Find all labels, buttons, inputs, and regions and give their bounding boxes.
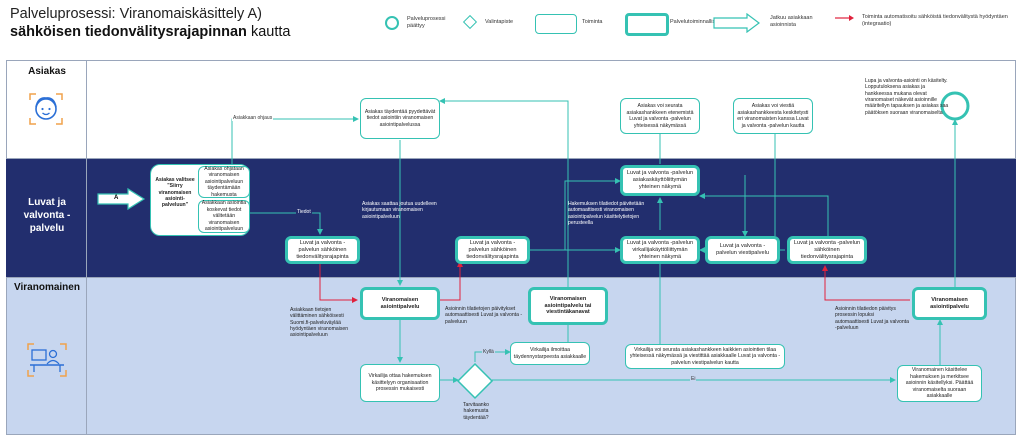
legend-action-icon [535, 14, 577, 34]
lane-label-luvat-1: Luvat ja [28, 197, 66, 208]
legend-end-label: Palveluprosessi päättyy [407, 16, 446, 29]
note-asioinnin-paivitys: Asioinnin tilatiedon päivitys prosessin … [835, 306, 909, 332]
note-lupa: Lupa ja valvonta-asiointi on käsitelty. … [865, 78, 949, 116]
customer-face-icon [29, 93, 63, 125]
node-virkailija-nakyma: Luvat ja valvonta -palvelun virkailijakä… [620, 236, 700, 264]
node-valitetaan: Asiakkaan asiointia koskevat tiedot väli… [198, 200, 250, 233]
legend-feature-icon [625, 13, 669, 36]
node-virkailija-ilmoittaa: Virkailija ilmoittaa täydennystarpeesta … [510, 342, 590, 365]
lane-label-luvat: Luvat ja valvonta - palvelu [8, 196, 86, 235]
node-kasittelee: Viranomainen käsittelee hakemuksen ja me… [897, 365, 982, 402]
legend-end-icon [385, 16, 399, 30]
lane-label-asiakas: Asiakas [28, 66, 66, 77]
node-vir-viesti: Viranomaisen asiointipalvelu tai viestin… [528, 287, 608, 325]
page-title-bold: sähköisen tiedonvälitysrajapinnan [10, 24, 247, 40]
start-arrow [97, 187, 146, 211]
legend-continues-label: Jatkuu asiakkaan asioinnista [770, 15, 813, 28]
official-desk-icon [27, 343, 67, 377]
note-saattaa: Asiakas saattaa joutua uudelleen kirjaut… [362, 201, 437, 220]
node-asiakas-seurata: Asiakas voi seurata asiakashankkeen eten… [620, 98, 700, 134]
legend-automated-icon [835, 15, 854, 21]
start-arrow-label: A [114, 195, 119, 201]
lane-label-luvat-2: valvonta - [23, 210, 71, 221]
legend-action-label: Toiminta [582, 19, 603, 25]
node-asiakas-viestia: Asiakas voi viestiä asiakashankkeesta ke… [733, 98, 813, 134]
label-ei: Ei [690, 376, 697, 382]
lane-label-viranomainen: Viranomainen [14, 282, 80, 293]
label-ohjaus: Asiakkaan ohjaus [232, 115, 274, 121]
note-tarvitaanko: Tarvitaanko hakemusta täydentää? [462, 402, 490, 421]
label-tiedot: Tiedot [296, 209, 312, 215]
page-title-line2: sähköisen tiedonvälitysrajapinnan kautta [10, 24, 290, 40]
node-virkailija-seurata: Virkailija voi seurata asiakashankkeen k… [625, 344, 785, 369]
lane-label-luvat-3: palvelu [29, 223, 65, 234]
legend-decision-label: Valintapiste [485, 19, 514, 25]
legend-feature-label: Palvelutoiminnallisuus [670, 19, 725, 25]
node-asiakas-taydentaa: Asiakas täydentää pyydettävät tiedot asi… [360, 98, 440, 139]
note-asioinnin-paivittyvat: Asioinnin tilatietojen päivitykset autom… [445, 306, 523, 325]
lane-asiakas [6, 60, 1016, 159]
label-kylla: Kyllä [482, 349, 495, 355]
decision-diamond [456, 362, 494, 400]
node-rajapinta1: Luvat ja valvonta -palvelun sähköinen ti… [285, 236, 360, 264]
node-rajapinta2: Luvat ja valvonta -palvelun sähköinen ti… [455, 236, 530, 264]
page-title-rest: kautta [246, 24, 291, 40]
node-vir-asiointi: Viranomaisen asiointipalvelu [360, 287, 440, 320]
note-asiakas-valitsee: Asiakas valitsee "Siirry viranomaisen as… [155, 177, 195, 209]
legend-continues-icon [713, 13, 760, 33]
node-viestipalvelu: Luvat ja valvonta -palvelun viestipalvel… [705, 236, 780, 264]
legend-automated-label: Toiminta automatisoitu sähköistä tiedonv… [862, 14, 1008, 27]
node-vir-asiointi2: Viranomaisen asiointipalvelu [912, 287, 987, 320]
node-ohjataan: Asiakas ohjataan viranomaisen asiointipa… [198, 166, 250, 198]
note-hakemuksen-tilatiedot: Hakemuksen tilatiedot päivitetään automa… [568, 201, 645, 227]
node-rajapinta3: Luvat ja valvonta -palvelun sähköinen ti… [787, 236, 867, 264]
note-asiakkaan-tietojen: Asiakkaan tietojen välittäminen sähköise… [290, 307, 349, 339]
node-virkailija-ottaa: Virkailija ottaa hakemuksen käsittelyyn … [360, 364, 440, 402]
page-title-line1: Palveluprosessi: Viranomaiskäsittely A) [10, 6, 262, 22]
end-circle [940, 91, 970, 121]
node-asiakaskayttoliittyma: Luvat ja valvonta -palvelun asiakaskäytt… [620, 165, 700, 196]
lane-divider [86, 60, 87, 435]
